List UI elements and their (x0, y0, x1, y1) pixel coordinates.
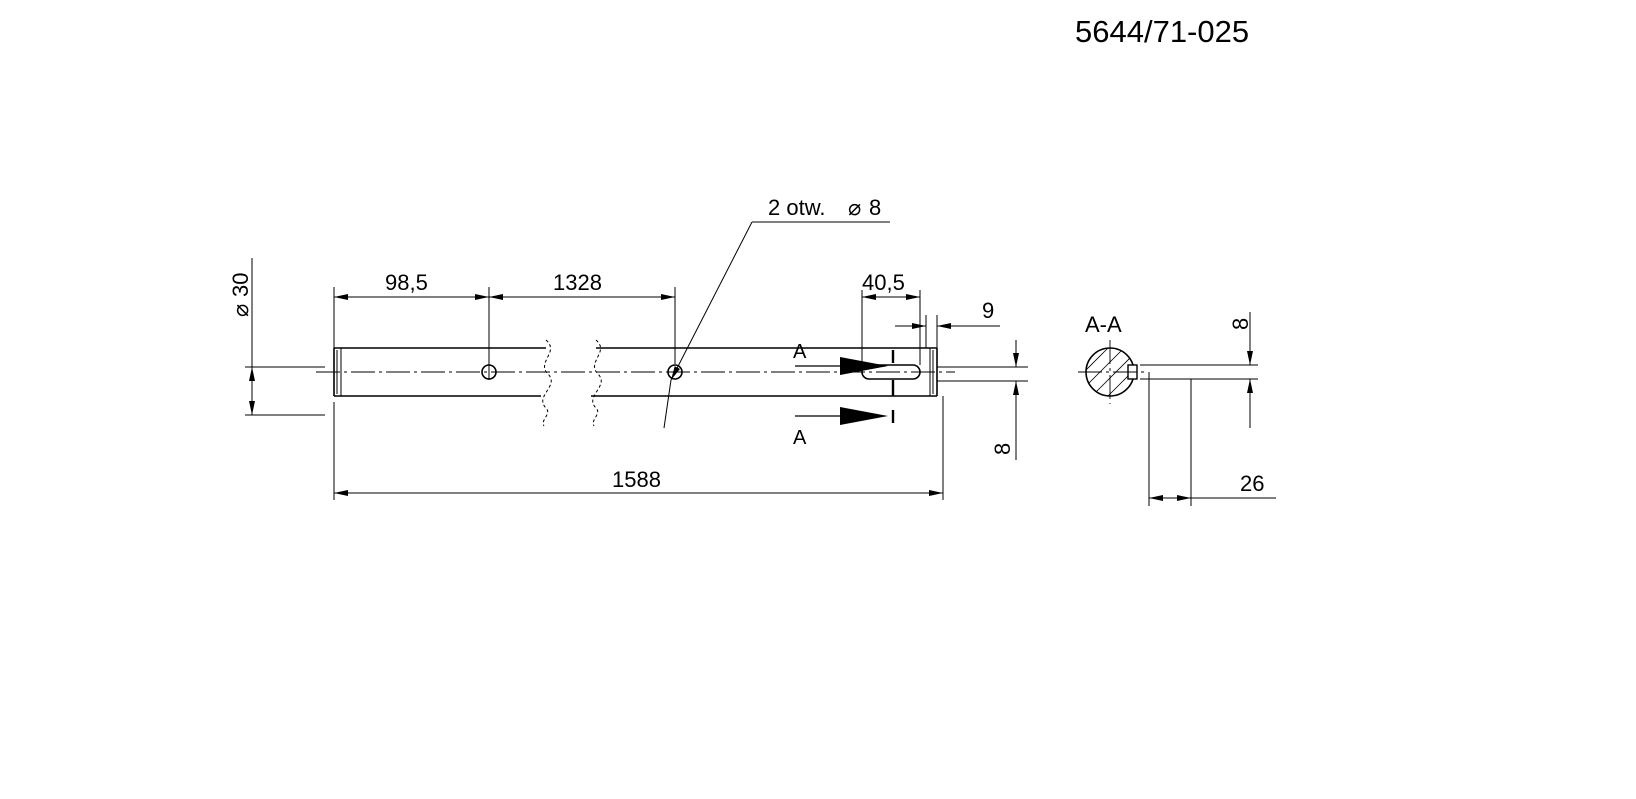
dimension-total-length: 1588 (612, 467, 661, 492)
drawing-number: 5644/71-025 (1075, 14, 1249, 49)
hole-callout-diameter-symbol: ⌀ (848, 195, 861, 220)
section-label-top: A (793, 341, 807, 363)
diameter-label: ⌀ 30 (228, 273, 253, 317)
dimension-keyway-width (937, 340, 1028, 460)
section-label-bottom: A (793, 427, 807, 449)
section-view-title: A-A (1085, 312, 1122, 337)
dimension-total (333, 396, 944, 500)
dimension-section-key-width-value: 8 (1228, 318, 1253, 330)
hole-callout-text: 2 otw. (768, 195, 825, 220)
hole-callout-leader (663, 221, 890, 429)
diameter-symbol: ⌀ (228, 304, 253, 317)
dimension-hole-spacing: 1328 (553, 270, 602, 295)
break-lines (542, 339, 602, 427)
section-marker-bottom (795, 407, 895, 425)
dimension-keyway-width-value: 8 (990, 443, 1015, 455)
dimension-keyway-length: 40,5 (862, 270, 905, 295)
hole-callout-diameter-value: 8 (869, 195, 881, 220)
section-marker-top (795, 350, 895, 375)
dimension-section-key-width (1140, 312, 1258, 428)
dimension-end-offset-value: 9 (982, 298, 994, 323)
dimension-chain-top (333, 287, 676, 380)
section-view (1078, 340, 1145, 404)
dimension-diameter (245, 366, 325, 416)
diameter-value: 30 (228, 273, 253, 297)
dimension-section-key-depth-value: 26 (1240, 471, 1264, 496)
shaft-view (316, 347, 955, 397)
dimension-hole-offset: 98,5 (385, 270, 428, 295)
dimension-end-offset (895, 315, 1000, 348)
dimension-section-key-depth (1148, 372, 1276, 506)
dimension-keyway (861, 290, 921, 365)
